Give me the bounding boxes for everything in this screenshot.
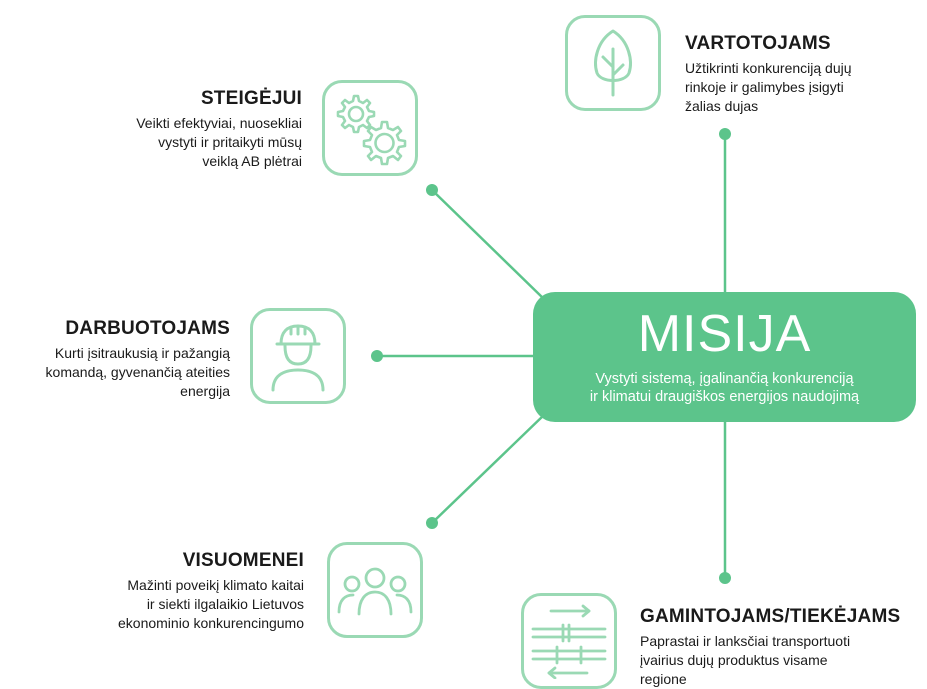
visuomenei-line-3: ekonominio konkurencingumo	[118, 615, 304, 631]
vartotojams-line-3: žalias dujas	[685, 98, 759, 114]
vartotojams-text: VARTOTOJAMS Užtikrinti konkurenciją dujų…	[685, 33, 852, 116]
pipeline-icon	[531, 604, 607, 679]
mission-description-line-2: ir klimatui draugiškos energijos naudoji…	[589, 389, 860, 405]
vartotojams-line-1: Užtikrinti konkurenciją dujų	[685, 60, 852, 76]
mission-description-line-1: Vystyti sistemą, įgalinančią konkurencij…	[595, 371, 854, 387]
dot-gamintojams	[719, 572, 731, 584]
gamintojams-line-2: įvairius dujų produktus visame	[640, 652, 828, 668]
connector-steigejui	[431, 189, 546, 301]
darbuotojams-title: DARBUOTOJAMS	[65, 318, 230, 339]
gamintojams-line-3: regione	[640, 671, 687, 687]
visuomenei-description: Mažinti poveikį klimato kaitai ir siekti…	[118, 576, 304, 633]
dot-visuomenei	[426, 517, 438, 529]
gears-icon	[336, 94, 407, 166]
steigejui-line-2: vystyti ir pritaikyti mūsų	[158, 134, 302, 150]
gamintojams-description: Paprastai ir lanksčiai transportuoti įva…	[640, 632, 900, 689]
darbuotojams-description: Kurti įsitraukusią ir pažangią komandą, …	[46, 344, 230, 401]
steigejui-description: Veikti efektyviai, nuosekliai vystyti ir…	[136, 114, 302, 171]
darbuotojams-line-1: Kurti įsitraukusią ir pažangią	[54, 345, 230, 361]
visuomenei-text: VISUOMENEI Mažinti poveikį klimato kaita…	[118, 550, 304, 633]
darbuotojams-line-2: komandą, gyvenančią ateities	[45, 364, 230, 380]
visuomenei-title: VISUOMENEI	[182, 550, 304, 571]
mission-description: Vystyti sistemą, įgalinančią konkurencij…	[533, 370, 916, 406]
darbuotojams-line-3: energija	[180, 383, 230, 399]
gamintojams-title: GAMINTOJAMS/TIEKĖJAMS	[640, 606, 901, 627]
steigejui-icon-box	[322, 80, 418, 176]
darbuotojams-icon-box	[250, 308, 346, 404]
people-icon	[337, 567, 413, 616]
vartotojams-line-2: rinkoje ir galimybes įsigyti	[685, 79, 844, 95]
visuomenei-line-1: Mažinti poveikį klimato kaitai	[127, 577, 304, 593]
steigejui-text: STEIGĖJUI Veikti efektyviai, nuosekliai …	[136, 88, 302, 171]
mission-box: MISIJA Vystyti sistemą, įgalinančią konk…	[533, 292, 916, 422]
vartotojams-title: VARTOTOJAMS	[685, 33, 831, 54]
vartotojams-description: Užtikrinti konkurenciją dujų rinkoje ir …	[685, 59, 852, 116]
gamintojams-text: GAMINTOJAMS/TIEKĖJAMS Paprastai ir lanks…	[640, 606, 900, 689]
gamintojams-icon-box	[521, 593, 617, 689]
visuomenei-line-2: ir siekti ilgalaikio Lietuvos	[146, 596, 304, 612]
dot-vartotojams	[719, 128, 731, 140]
mission-title: MISIJA	[637, 305, 812, 363]
tree-icon	[594, 29, 632, 97]
steigejui-line-3: veiklą AB plėtrai	[202, 153, 302, 169]
dot-steigejui	[426, 184, 438, 196]
visuomenei-icon-box	[327, 542, 423, 638]
worker-icon	[271, 324, 325, 392]
darbuotojams-text: DARBUOTOJAMS Kurti įsitraukusią ir pažan…	[46, 318, 230, 401]
steigejui-line-1: Veikti efektyviai, nuosekliai	[136, 115, 302, 131]
dot-darbuotojams	[371, 350, 383, 362]
steigejui-title: STEIGĖJUI	[200, 88, 302, 109]
gamintojams-line-1: Paprastai ir lanksčiai transportuoti	[640, 633, 851, 649]
vartotojams-icon-box	[565, 15, 661, 111]
connector-visuomenei	[431, 413, 546, 524]
